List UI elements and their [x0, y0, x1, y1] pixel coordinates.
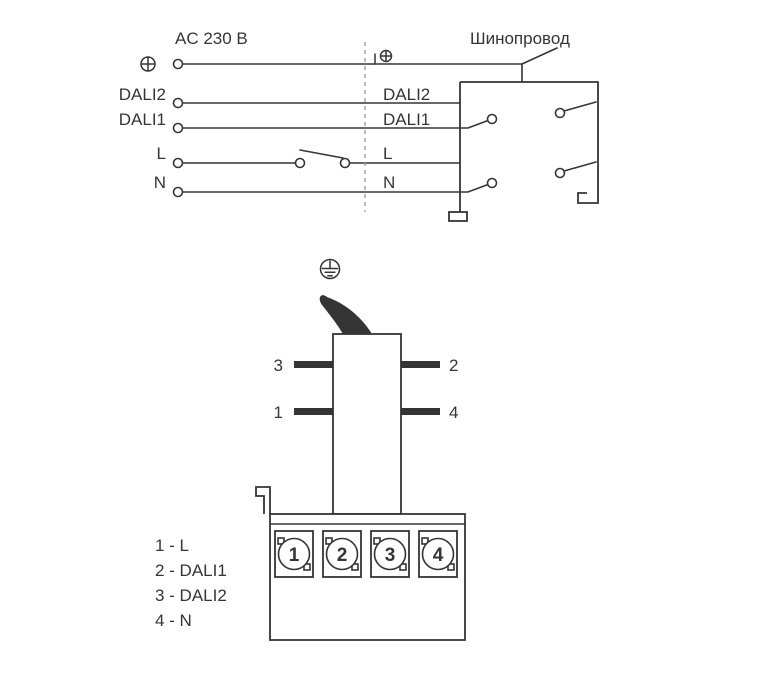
terminal-notch: [399, 563, 407, 571]
terminal-notch: [373, 537, 381, 545]
protective-earth-icon-small: [374, 49, 393, 65]
legend-item-1: 1 - L: [155, 536, 189, 555]
terminal-block-1: 1: [274, 530, 314, 578]
switch-contact-right: [339, 157, 351, 169]
busbar-label: Шинопровод: [470, 29, 570, 48]
wire-earth: [182, 47, 558, 83]
terminal-block-3: 3: [370, 530, 410, 578]
pin-top-left: [294, 361, 333, 368]
terminal-node-earth: [172, 58, 184, 70]
terminal-number-2: 2: [337, 545, 348, 566]
terminal-circle: [325, 537, 359, 571]
pin-top-right: [401, 361, 440, 368]
switch-blade: [299, 149, 344, 159]
terminal-notch: [325, 537, 333, 545]
terminal-notch: [421, 537, 429, 545]
terminal-legend: 1 - L 2 - DALI1 3 - DALI2 4 - N: [155, 536, 227, 630]
wire-label-right-dali1: DALI1: [383, 110, 430, 129]
busbar-foot: [448, 211, 468, 222]
busbar-contact-lower-right: [554, 167, 566, 179]
terminal-notch: [277, 537, 285, 545]
pin-bottom-right: [401, 408, 440, 415]
pin-bottom-left: [294, 408, 333, 415]
wire-label-left-line: L: [157, 144, 166, 163]
wire-label-left-neutral: N: [154, 173, 166, 192]
earth-symbol-adapter: [319, 258, 341, 280]
wire-label-right-dali2: DALI2: [383, 85, 430, 104]
busbar-contact-lower-left: [486, 177, 498, 189]
pin-label-bottom-right: 4: [449, 403, 458, 422]
wire-label-right-line: L: [383, 144, 392, 163]
pin-label-top-right: 2: [449, 356, 458, 375]
wire-dali1: [182, 119, 489, 129]
adapter-body: [332, 333, 402, 515]
legend-item-2: 2 - DALI1: [155, 561, 227, 580]
terminal-circle: [277, 537, 311, 571]
supply-voltage-label: AC 230 В: [175, 29, 248, 48]
terminal-circle: [373, 537, 407, 571]
terminal-number-3: 3: [385, 545, 396, 566]
wire-label-left-dali2: DALI2: [119, 85, 166, 104]
busbar-contact-lower-link: [563, 161, 597, 172]
terminal-notch: [447, 563, 455, 571]
base-left-tab: [255, 486, 271, 514]
terminal-number-4: 4: [433, 545, 444, 566]
busbar-contact-upper-link: [563, 101, 597, 112]
busbar-profile: [448, 81, 599, 222]
terminal-notch: [351, 563, 359, 571]
terminal-node-dali1: [172, 122, 184, 134]
terminal-number-1: 1: [289, 545, 300, 566]
wire-label-right-neutral: N: [383, 173, 395, 192]
pin-label-bottom-left: 1: [274, 403, 283, 422]
terminal-notch: [303, 563, 311, 571]
busbar-outline-right: [460, 81, 599, 204]
terminal-block-4: 4: [418, 530, 458, 578]
track-wiring-schematic: AC 230 В Шинопровод DALI2 DALI1 L N: [119, 29, 599, 222]
terminal-circle: [421, 537, 455, 571]
protective-earth-icon: [140, 56, 156, 72]
busbar-contact-upper-right: [554, 107, 566, 119]
busbar-contact-upper-left: [486, 113, 498, 125]
adapter-connector-diagram: 3 2 1 4 1 2: [155, 258, 466, 641]
legend-item-3: 3 - DALI2: [155, 586, 227, 605]
terminal-block-2: 2: [322, 530, 362, 578]
terminal-node-neutral: [172, 186, 184, 198]
pin-label-top-left: 3: [274, 356, 283, 375]
terminal-node-line: [172, 157, 184, 169]
switch-contact-left: [294, 157, 306, 169]
wire-neutral: [182, 183, 489, 193]
locking-lever: [319, 295, 372, 334]
wire-label-left-dali1: DALI1: [119, 110, 166, 129]
switch-symbol: [294, 149, 351, 169]
earth-icon-circle: [319, 258, 341, 280]
terminal-node-dali2: [172, 97, 184, 109]
legend-item-4: 4 - N: [155, 611, 192, 630]
